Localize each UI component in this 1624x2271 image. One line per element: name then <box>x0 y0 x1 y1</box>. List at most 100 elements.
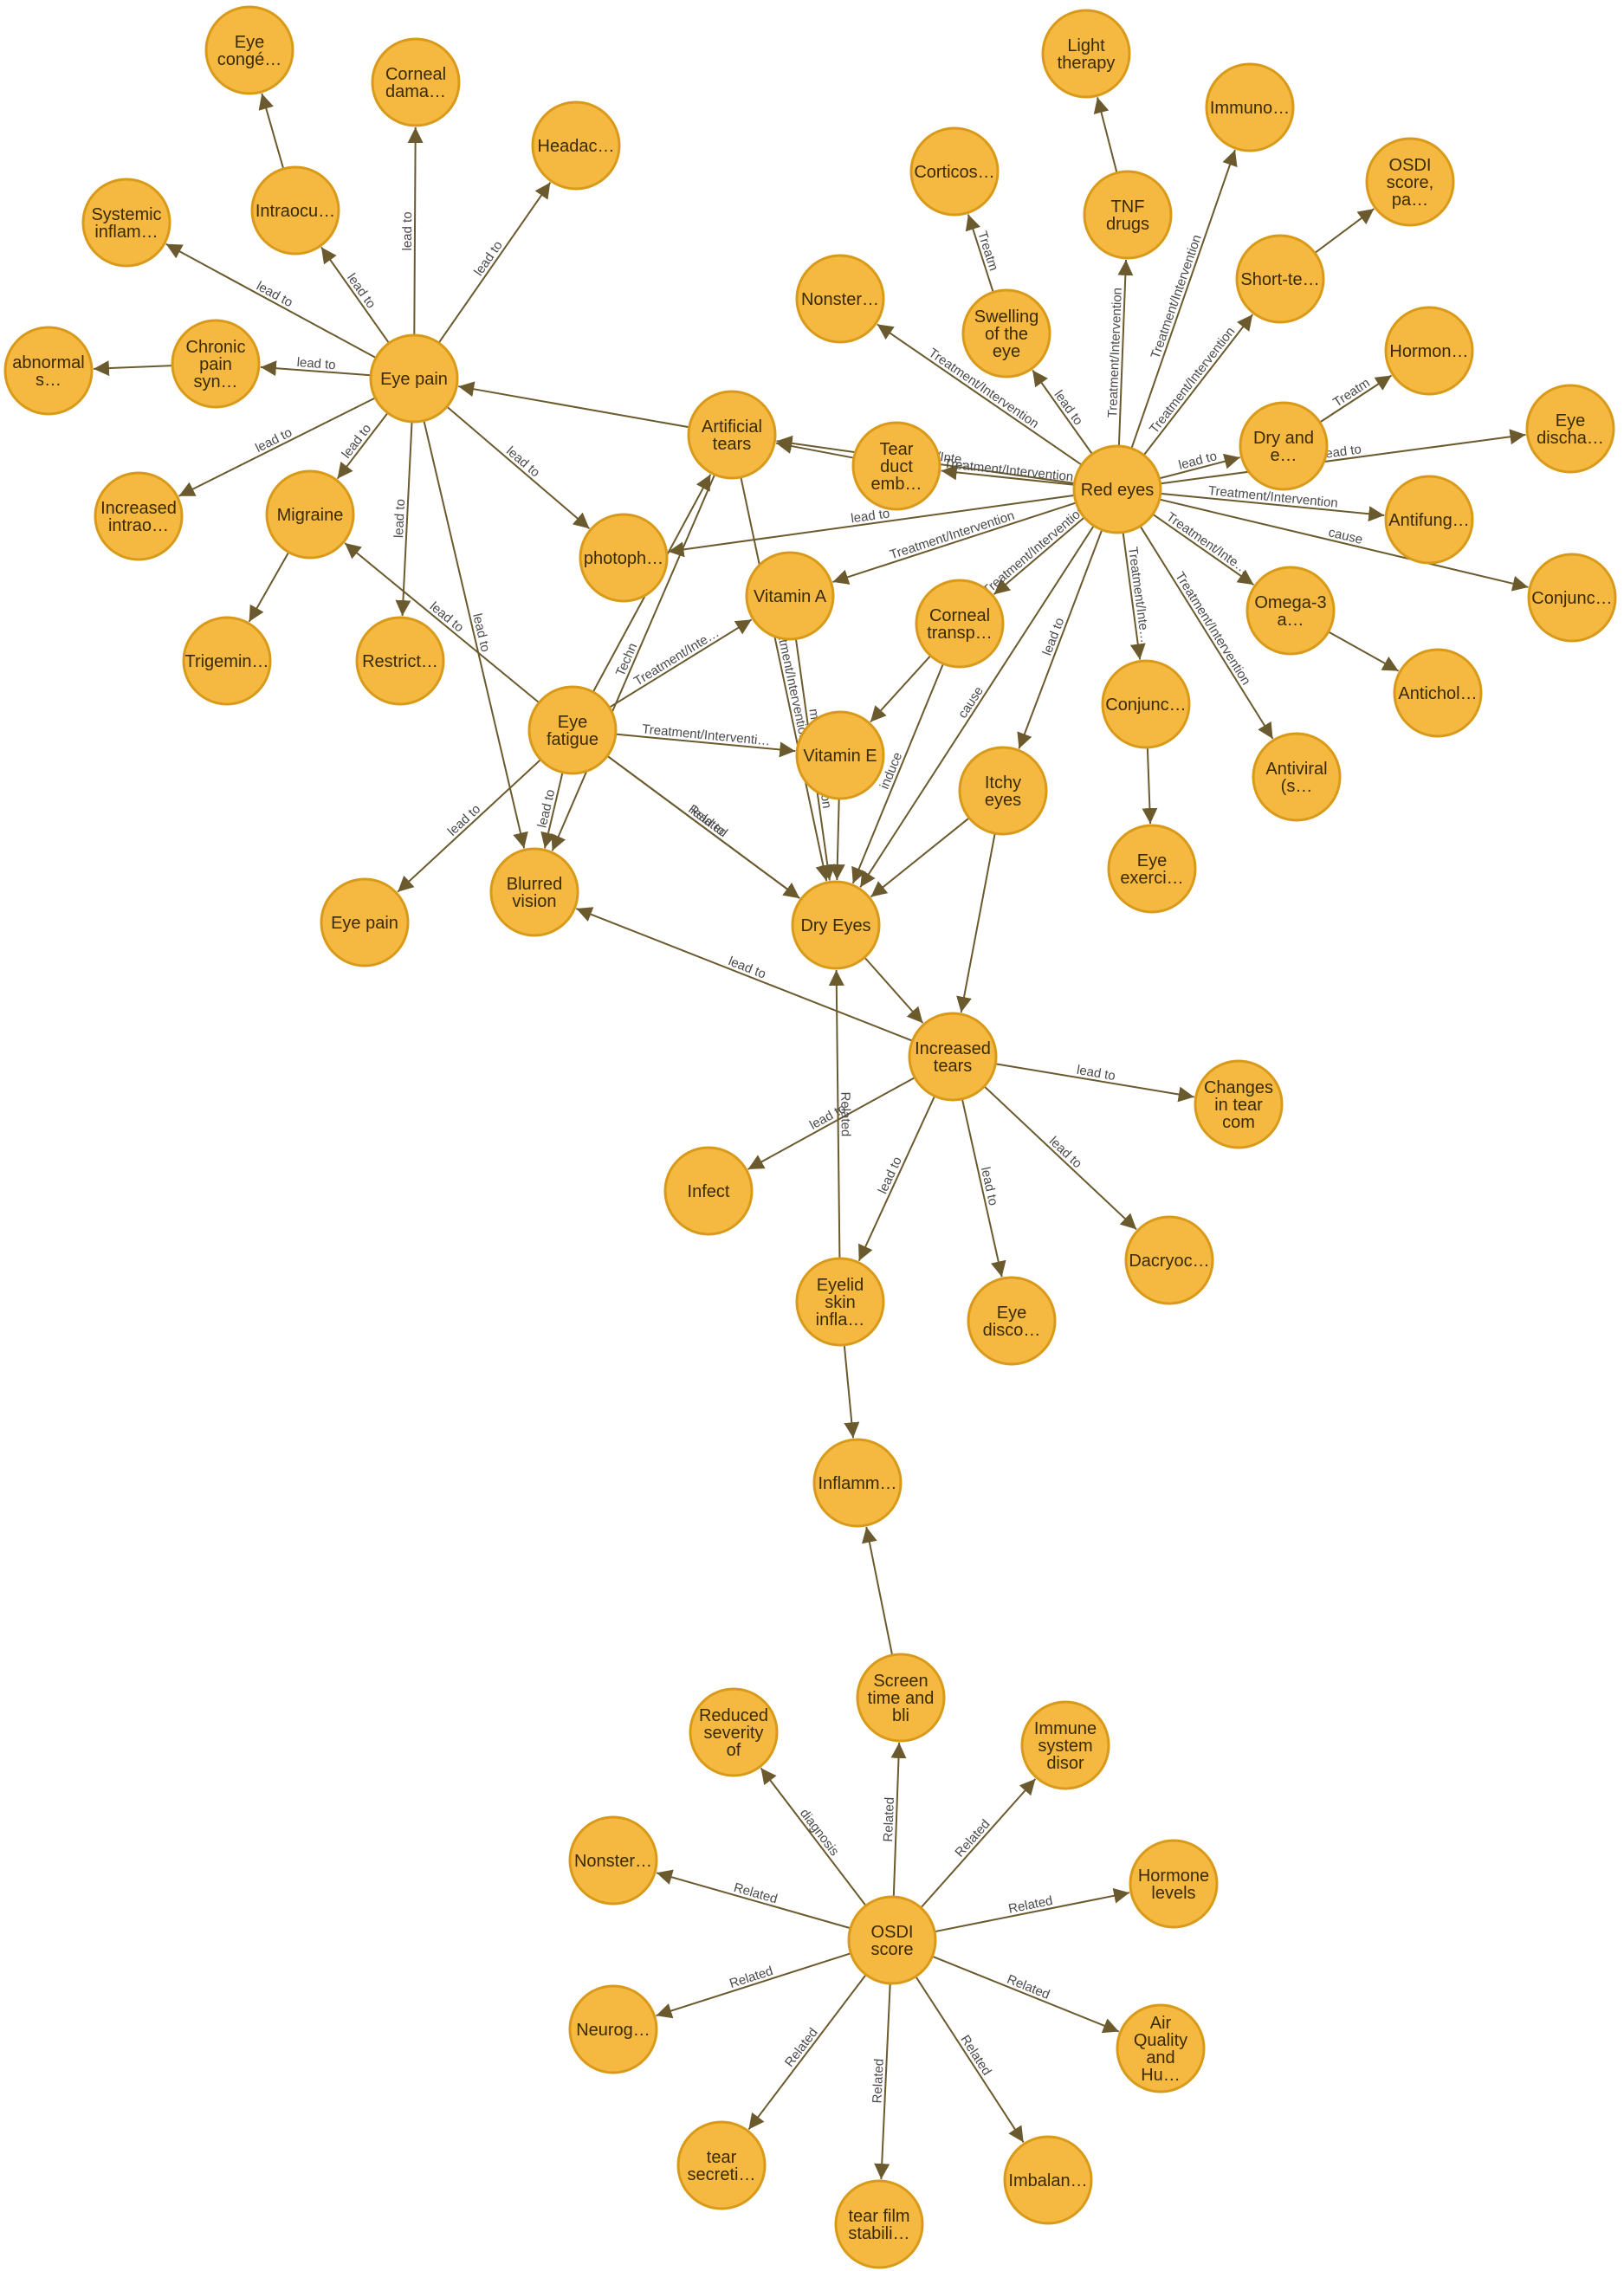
node-circle[interactable] <box>834 2179 924 2269</box>
node-neurog[interactable]: Neurog… <box>568 1984 658 2074</box>
node-circle[interactable] <box>94 471 184 561</box>
node-nonster-bottom[interactable]: Nonster… <box>568 1815 658 1905</box>
node-dry-eyes[interactable]: Dry Eyes <box>791 880 881 970</box>
node-circle[interactable] <box>689 1687 779 1777</box>
node-hormon[interactable]: Hormon… <box>1384 306 1474 396</box>
node-circle[interactable] <box>687 390 777 480</box>
node-circle[interactable] <box>1107 824 1197 914</box>
node-circle[interactable] <box>1205 62 1295 152</box>
node-circle[interactable] <box>676 2120 767 2210</box>
node-conjunc-mid[interactable]: Conjunc… <box>1101 659 1191 749</box>
node-circle[interactable] <box>568 1815 658 1905</box>
node-intraocu[interactable]: Intraocu… <box>250 165 340 256</box>
node-circle[interactable] <box>1129 1839 1219 1929</box>
node-circle[interactable] <box>1245 566 1336 656</box>
node-red-eyes[interactable]: Red eyes <box>1072 444 1162 534</box>
node-circle[interactable] <box>250 165 340 256</box>
node-circle[interactable] <box>1384 475 1474 565</box>
node-corticos[interactable]: Corticos… <box>909 126 1000 217</box>
node-circle[interactable] <box>967 1276 1057 1366</box>
node-circle[interactable] <box>1020 1700 1110 1790</box>
node-immuno[interactable]: Immuno… <box>1205 62 1295 152</box>
node-circle[interactable] <box>663 1146 754 1236</box>
node-circle[interactable] <box>1083 170 1173 260</box>
node-circle[interactable] <box>265 469 355 560</box>
node-antifung[interactable]: Antifung… <box>1384 475 1474 565</box>
node-circle[interactable] <box>1527 553 1617 643</box>
node-circle[interactable] <box>371 37 461 127</box>
node-circle[interactable] <box>856 1653 946 1743</box>
node-circle[interactable] <box>1239 401 1329 491</box>
node-photoph[interactable]: photoph… <box>579 513 669 603</box>
node-circle[interactable] <box>1101 659 1191 749</box>
node-circle[interactable] <box>1194 1059 1284 1149</box>
node-circle[interactable] <box>3 326 94 416</box>
node-eye-pain-2[interactable]: Eye pain <box>320 877 410 967</box>
node-circle[interactable] <box>1041 9 1131 99</box>
node-circle[interactable] <box>909 126 1000 217</box>
node-circle[interactable] <box>182 616 272 706</box>
node-circle[interactable] <box>915 579 1005 669</box>
node-circle[interactable] <box>489 847 579 937</box>
node-restrict[interactable]: Restrict… <box>355 616 445 706</box>
node-circle[interactable] <box>1116 2003 1206 2093</box>
node-circle[interactable] <box>204 5 294 95</box>
node-circle[interactable] <box>795 254 885 344</box>
node-circle[interactable] <box>851 421 941 511</box>
node-circle[interactable] <box>795 1257 885 1347</box>
node-inflamm[interactable]: Inflamm… <box>812 1438 903 1528</box>
node-circle[interactable] <box>1384 306 1474 396</box>
node-infect[interactable]: Infect <box>663 1146 754 1236</box>
node-circle[interactable] <box>908 1012 998 1102</box>
node-circle[interactable] <box>958 746 1048 836</box>
node-circle[interactable] <box>1124 1215 1214 1305</box>
node-vitamin-a[interactable]: Vitamin A <box>745 551 835 641</box>
node-circle[interactable] <box>1003 2135 1093 2225</box>
node-headac[interactable]: Headac… <box>531 100 621 191</box>
node-circle[interactable] <box>527 685 618 775</box>
node-circle[interactable] <box>1235 234 1325 324</box>
node-short-te[interactable]: Short-te… <box>1235 234 1325 324</box>
node-circle[interactable] <box>961 288 1051 378</box>
node-trigemin[interactable]: Trigemin… <box>182 616 272 706</box>
node-circle[interactable] <box>320 877 410 967</box>
node-antiviral[interactable]: Antiviral(s… <box>1252 732 1342 822</box>
node-circle[interactable] <box>579 513 669 603</box>
node-dacryoc[interactable]: Dacryoc… <box>1124 1215 1214 1305</box>
node-circle[interactable] <box>81 178 171 268</box>
node-circle[interactable] <box>1525 384 1615 474</box>
node-antichol[interactable]: Antichol… <box>1393 648 1483 738</box>
node-circle[interactable] <box>355 616 445 706</box>
node-imbalan[interactable]: Imbalan… <box>1003 2135 1093 2225</box>
node-circle[interactable] <box>1393 648 1483 738</box>
node-circle[interactable] <box>791 880 881 970</box>
node-circle[interactable] <box>812 1438 903 1528</box>
node-circle[interactable] <box>847 1895 937 1985</box>
node-circle[interactable] <box>795 710 885 800</box>
node-conjunc-right[interactable]: Conjunc… <box>1527 553 1617 643</box>
